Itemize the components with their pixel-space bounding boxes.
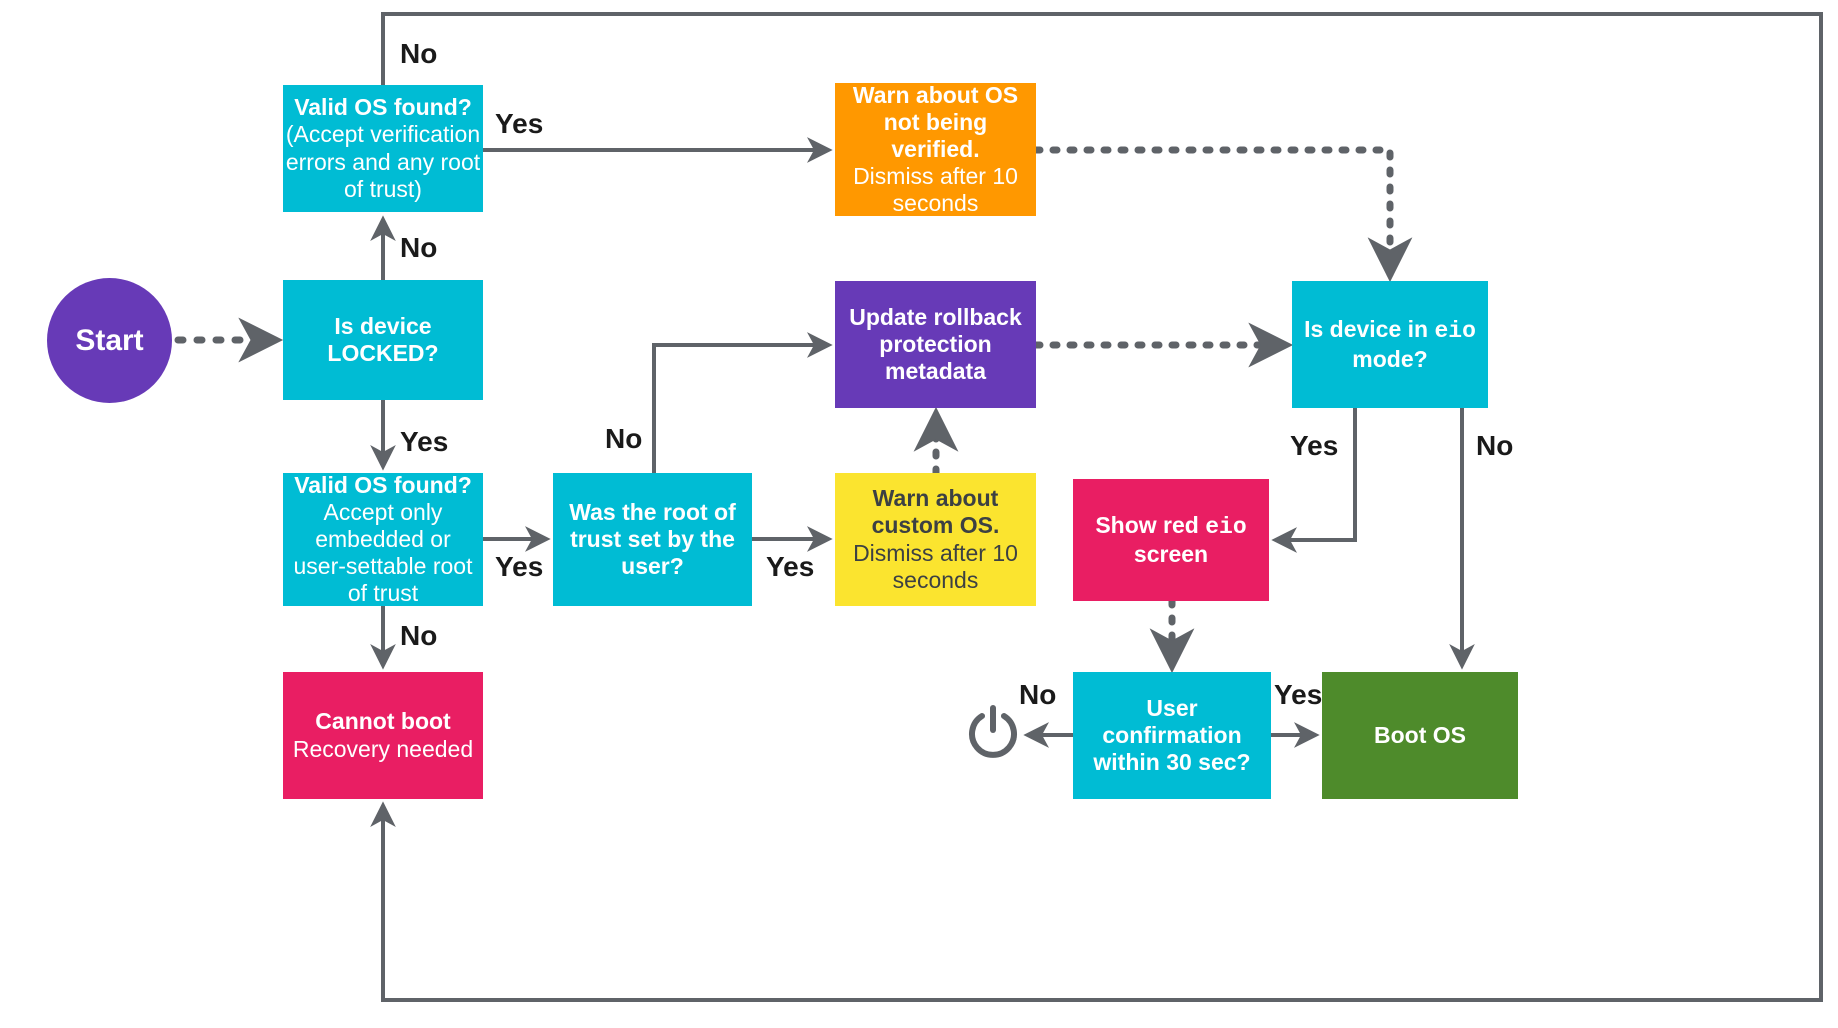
node-subtitle: Dismiss after 10 seconds xyxy=(853,163,1018,217)
mono-token: eio xyxy=(1205,513,1247,540)
node-subtitle: Accept only embedded or user-settable ro… xyxy=(293,498,473,607)
is-device-locked-node[interactable]: Is device LOCKED? xyxy=(283,280,483,400)
node-subtitle: (Accept verification errors and any root… xyxy=(285,121,481,202)
node-title: Boot OS xyxy=(1374,721,1466,748)
node-title: Valid OS found? xyxy=(294,94,472,121)
power-off-icon xyxy=(969,705,1017,758)
edge-warn-unverified-to-is-eio xyxy=(1032,146,1413,283)
node-subtitle: Recovery needed xyxy=(292,735,474,762)
edge-label-yes-confirmation: Yes xyxy=(1274,679,1323,710)
node-title: Valid OS found? xyxy=(294,471,472,498)
edge-label-yes-unlocked: Yes xyxy=(495,108,544,139)
node-title: Update rollback protection metadata xyxy=(849,303,1022,385)
warn-about-custom-os-node[interactable]: Warn about custom OS.Dismiss after 10 se… xyxy=(835,473,1036,606)
edge-is-eio-yes-to-show-eio xyxy=(1271,408,1357,553)
mono-token: eio xyxy=(1434,318,1476,345)
node-title: Warn about custom OS. xyxy=(871,485,1000,539)
edge-label-yes-valid-os: Yes xyxy=(495,551,544,582)
edge-label-no-valid-os: No xyxy=(400,620,438,651)
edge-label-no-eio: No xyxy=(1476,430,1514,461)
user-confirmation-node[interactable]: User confirmation within 30 sec? xyxy=(1073,672,1271,799)
edge-label-yes-locked: Yes xyxy=(400,426,449,457)
warn-os-not-verified-node[interactable]: Warn about OS not being verified.Dismiss… xyxy=(835,81,1036,217)
edge-valid-os-unlocked-no-loopback xyxy=(370,12,1823,1002)
start-node[interactable]: Start xyxy=(47,278,172,403)
node-title: Start xyxy=(75,323,144,357)
node-title: Was the root of trust set by the user? xyxy=(569,498,736,580)
node-title: Cannot boot xyxy=(315,708,451,735)
edge-label-no-root-of-trust: No xyxy=(605,423,643,454)
edge-label-no-confirmation: No xyxy=(1019,679,1057,710)
edge-root-of-trust-no-to-update-rollback xyxy=(652,332,833,473)
node-subtitle: Dismiss after 10 seconds xyxy=(853,539,1018,593)
update-rollback-metadata-node[interactable]: Update rollback protection metadata xyxy=(835,281,1036,408)
edge-label-yes-root-of-trust: Yes xyxy=(766,551,815,582)
node-title: Is device LOCKED? xyxy=(327,312,439,366)
node-title: Warn about OS not being verified. xyxy=(852,81,1019,162)
valid-os-found-locked-node[interactable]: Valid OS found?Accept only embedded or u… xyxy=(283,471,483,607)
valid-os-found-unlocked-node[interactable]: Valid OS found?(Accept verification erro… xyxy=(283,85,483,212)
edge-label-no-top: No xyxy=(400,38,438,69)
edge-label-no-locked-up: No xyxy=(400,232,438,263)
node-title: User confirmation within 30 sec? xyxy=(1093,694,1251,776)
boot-os-node[interactable]: Boot OS xyxy=(1322,672,1518,799)
root-of-trust-set-by-user-node[interactable]: Was the root of trust set by the user? xyxy=(553,473,752,606)
edge-label-yes-eio: Yes xyxy=(1290,430,1339,461)
